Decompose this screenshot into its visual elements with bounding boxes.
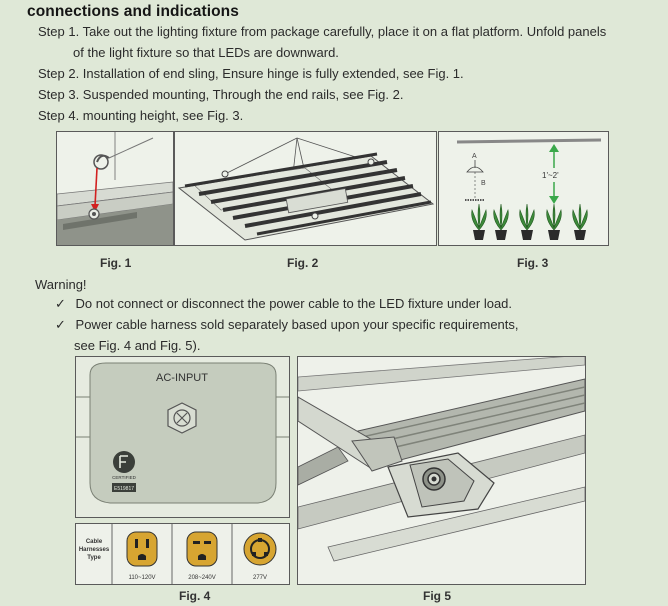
step-2: Step 2. Installation of end sling, Ensur… <box>38 66 464 81</box>
figure-5-caption: Fig 5 <box>423 589 452 603</box>
check-icon: ✓ <box>55 317 66 332</box>
warning-item-2: ✓ Power cable harness sold separately ba… <box>55 317 519 333</box>
plant-row <box>471 203 588 240</box>
step-1: Step 1. Take out the lighting fixture fr… <box>38 24 607 39</box>
plug-208-240v-icon <box>186 531 218 567</box>
plant-icon <box>493 203 509 240</box>
figure-4-housing-image: AC-INPUT CERTIFIED E519817 <box>75 356 290 518</box>
warning-item-2-text: Power cable harness sold separately base… <box>75 317 519 332</box>
warning-item-2-continued: see Fig. 4 and Fig. 5). <box>74 338 201 353</box>
figure-2-caption: Fig. 2 <box>287 256 319 270</box>
figure-2-image <box>174 131 437 246</box>
warning-item-1-text: Do not connect or disconnect the power c… <box>75 296 513 311</box>
step-1-continued: of the light fixture so that LEDs are do… <box>73 45 339 60</box>
plant-icon <box>519 203 535 240</box>
harness-type-label: Cable Harnesses Type <box>78 539 110 561</box>
plug-2-voltage: 208~240V <box>188 575 216 581</box>
figure-4-caption: Fig. 4 <box>179 589 211 603</box>
cert-code: E519817 <box>114 486 134 492</box>
plant-icon <box>471 203 487 240</box>
plant-icon <box>546 203 562 240</box>
cert-text: CERTIFIED <box>112 475 136 480</box>
figure-3-caption: Fig. 3 <box>517 256 549 270</box>
figure-4-harness-table: Cable Harnesses Type 110~120V 208~240V 2… <box>75 523 290 585</box>
plant-icon <box>572 203 588 240</box>
step-3: Step 3. Suspended mounting, Through the … <box>38 87 404 102</box>
plug-1-voltage: 110~120V <box>128 575 155 581</box>
ac-input-label: AC-INPUT <box>156 372 208 384</box>
plug-277v-icon <box>243 532 277 566</box>
figure-3-label-a: A <box>472 153 477 160</box>
plug-110-120v-icon <box>126 531 158 567</box>
plug-3-voltage: 277V <box>253 575 267 581</box>
warning-title: Warning! <box>35 277 87 292</box>
figure-3-image: A B 1'~2' <box>438 131 609 246</box>
figure-1-image <box>56 131 174 246</box>
page-title: connections and indications <box>27 3 239 20</box>
step-4: Step 4. mounting height, see Fig. 3. <box>38 108 244 123</box>
figure-5-image <box>297 356 586 585</box>
figure-3-height-label: 1'~2' <box>542 171 559 180</box>
figure-1-caption: Fig. 1 <box>100 256 132 270</box>
check-icon: ✓ <box>55 296 66 311</box>
warning-item-1: ✓ Do not connect or disconnect the power… <box>55 296 512 312</box>
figure-3-label-b: B <box>481 180 486 187</box>
